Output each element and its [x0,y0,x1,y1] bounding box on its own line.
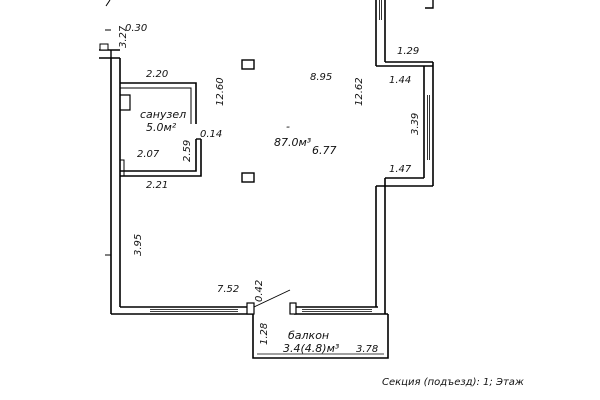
right-wall-middle [423,62,434,186]
balcony-area: 3.4(4.8)м³ [283,342,340,355]
dimension-1-29: 1.29 [397,46,419,57]
dimension-12-60: 12.60 [215,77,226,106]
bottom-wall-right [294,306,388,315]
dimension-0-14: 0.14 [200,129,222,140]
dimension-3-27: 3.27 [118,25,129,48]
fixtures [241,59,255,183]
vent-shaft-top [241,59,255,70]
dimension-1-44: 1.44 [389,75,411,86]
dimension-2-21: 2.21 [146,180,168,191]
right-window-middle [427,95,430,160]
bottom-window-right [302,309,372,312]
bathroom-wall-bottom [120,139,202,177]
bathroom-wall-top-inner [120,87,192,124]
column-top-left [99,43,109,51]
door-post-left [246,302,255,315]
right-wall-lower [375,178,386,314]
main-room-area: 87.0м³ [274,136,312,149]
dimension-1-28: 1.28 [259,323,270,345]
balcony-name: балкон [288,329,329,342]
dimension-2-20: 2.20 [146,69,168,80]
balcony-outline [252,314,389,359]
footer-section-floor: Секция (подъезд): 1; Этаж [382,377,524,388]
bathroom-name: санузел [140,108,186,121]
top-right-corner [425,0,434,9]
dimension-1-47: 1.47 [389,164,412,175]
vent-shaft-bottom [241,172,255,183]
dimension-3-78: 3.78 [356,344,378,355]
right-wall-upper [375,0,386,66]
dimension-0-30: 0.30 [125,23,147,34]
dimension-6-77: 6.77 [312,144,337,157]
dimensions: 0.30 3.27 2.20 12.60 8.95 12.62 1.29 1.4… [118,23,421,355]
walls [99,0,434,359]
dimension-7-52: 7.52 [217,284,239,295]
dimension-8-95: 8.95 [310,72,332,83]
dimension-12-62: 12.62 [354,77,365,106]
right-window-top [379,0,382,20]
bathroom-area: 5.0м² [146,121,177,134]
decorative-line [105,0,111,7]
dimension-3-39: 3.39 [410,113,421,135]
main-room-marker: - [286,120,290,133]
bathroom-wall-top [120,82,197,124]
dimension-2-07: 2.07 [137,149,160,160]
top-left-stub [99,49,120,59]
bottom-wall-left [111,306,253,315]
dimension-2-59: 2.59 [182,140,193,162]
right-step-top [376,61,433,67]
bathroom-door-gap [120,94,131,111]
dimension-3-95: 3.95 [133,234,144,256]
door-post-right [289,302,297,315]
bottom-window-left [150,309,238,312]
bathroom-bottom-left [120,159,125,176]
door-swing [253,289,291,308]
dimension-0-42: 0.42 [254,280,265,302]
